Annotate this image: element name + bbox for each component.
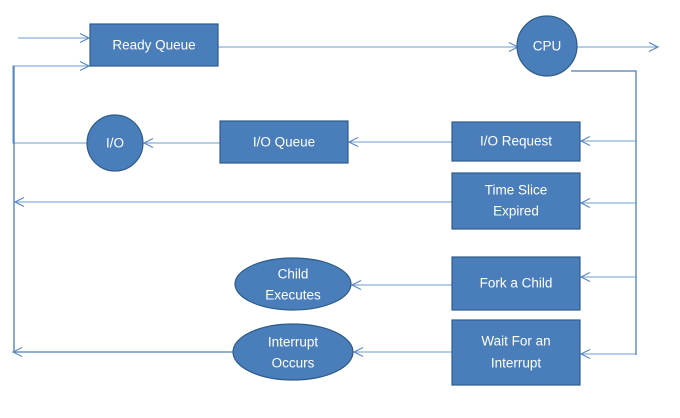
connector-ready-queue-to-cpu bbox=[218, 41, 520, 53]
connector-bus-to-time-slice-expired bbox=[579, 197, 636, 209]
node-wait-for-interrupt[interactable]: Wait For an Interrupt bbox=[451, 319, 581, 386]
connector-io-to-ready-queue bbox=[12, 60, 91, 144]
node-cpu[interactable]: CPU bbox=[516, 15, 578, 77]
connector-bus-to-fork-a-child bbox=[579, 271, 636, 283]
connector-bus-to-io-request bbox=[579, 135, 636, 147]
connector-cpu-to-right-bus bbox=[571, 70, 637, 355]
connector-io-queue-to-io bbox=[142, 137, 220, 149]
node-child-executes[interactable]: Child Executes bbox=[234, 257, 352, 311]
connector-cpu-exit bbox=[577, 41, 660, 53]
node-io-request[interactable]: I/O Request bbox=[451, 121, 581, 162]
node-interrupt-occurs[interactable]: Interrupt Occurs bbox=[232, 323, 354, 381]
connector-interrupt-occurs-to-ready-queue bbox=[11, 66, 233, 358]
node-io-queue[interactable]: I/O Queue bbox=[219, 120, 349, 164]
connector-new-process-entry bbox=[18, 32, 91, 44]
connector-time-slice-expired-to-ready-queue bbox=[13, 196, 452, 208]
connector-wait-to-interrupt-occurs bbox=[352, 346, 452, 358]
connector-fork-to-child-executes bbox=[350, 279, 452, 291]
node-time-slice-expired[interactable]: Time Slice Expired bbox=[451, 172, 581, 230]
connector-io-request-to-io-queue bbox=[347, 136, 452, 148]
node-ready-queue[interactable]: Ready Queue bbox=[89, 23, 219, 67]
node-io[interactable]: I/O bbox=[86, 114, 144, 172]
node-fork-a-child[interactable]: Fork a Child bbox=[451, 256, 581, 311]
connector-bus-to-wait-for-interrupt bbox=[579, 348, 636, 360]
